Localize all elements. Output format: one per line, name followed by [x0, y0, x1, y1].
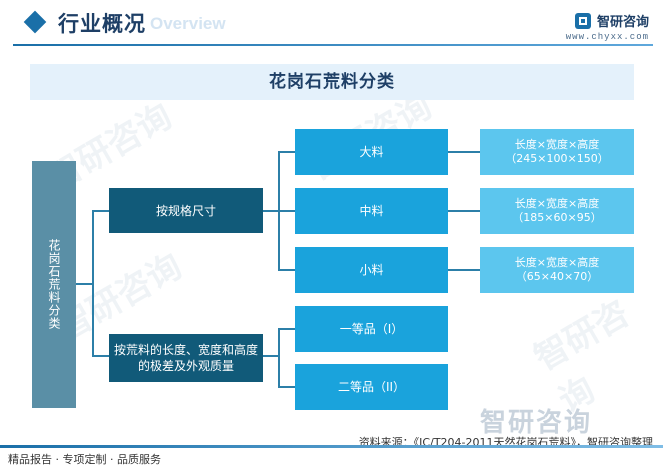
node-by-quality-line1: 按荒料的长度、宽度和高度: [113, 343, 258, 357]
connector: [92, 355, 109, 357]
header-divider: [13, 44, 653, 46]
node-small: 小料: [295, 247, 448, 293]
connector: [263, 355, 279, 357]
node-grade-1: 一等品（I）: [295, 306, 448, 352]
connector: [263, 210, 279, 212]
connector: [448, 210, 480, 212]
footer-divider: [0, 445, 663, 448]
spec-small: 长度×宽度×高度 （65×40×70）: [480, 247, 634, 293]
brand-name: 智研咨询: [596, 15, 649, 30]
watermark: 智研咨询: [527, 293, 637, 422]
connector: [76, 283, 93, 285]
connector: [278, 328, 295, 330]
page-header: Overview 行业概况 智研咨询 www.chyxx.com: [0, 0, 663, 50]
spec-large: 长度×宽度×高度 （245×100×150）: [480, 129, 634, 175]
node-root: 花岗石荒料分类: [32, 161, 76, 408]
title-en: Overview: [150, 14, 226, 33]
node-by-quality-line2: 的极差及外观质量: [137, 359, 234, 373]
connector: [448, 151, 480, 153]
connector: [278, 269, 295, 271]
node-by-size: 按规格尺寸: [109, 188, 263, 233]
spec-medium-line2: （185×60×95）: [512, 211, 602, 224]
connector: [92, 210, 109, 212]
spec-medium: 长度×宽度×高度 （185×60×95）: [480, 188, 634, 234]
connector: [278, 386, 295, 388]
node-by-quality: 按荒料的长度、宽度和高度 的极差及外观质量: [109, 334, 263, 382]
watermark-bottom: 智研咨询: [480, 408, 593, 438]
connector: [278, 210, 295, 212]
spec-medium-line1: 长度×宽度×高度: [514, 197, 600, 210]
brand-logo-icon: [574, 12, 591, 29]
node-grade-2: 二等品（II）: [295, 364, 448, 410]
brand-url: www.chyxx.com: [565, 32, 649, 42]
brand: 智研咨询 www.chyxx.com: [566, 10, 649, 42]
spec-small-line1: 长度×宽度×高度: [514, 256, 600, 269]
diamond-icon: [23, 10, 47, 34]
connector: [278, 328, 280, 387]
connector: [278, 151, 295, 153]
node-medium: 中料: [295, 188, 448, 234]
diagram-title: 花岗石荒料分类: [30, 64, 634, 100]
footer-slogan: 精品报告 · 专项定制 · 品质服务: [8, 453, 161, 466]
spec-large-line1: 长度×宽度×高度: [514, 138, 600, 151]
page-title: 行业概况: [58, 12, 146, 36]
node-large: 大料: [295, 129, 448, 175]
spec-large-line2: （245×100×150）: [505, 152, 609, 165]
connector: [92, 210, 94, 356]
connector: [448, 269, 480, 271]
spec-small-line2: （65×40×70）: [515, 270, 599, 283]
